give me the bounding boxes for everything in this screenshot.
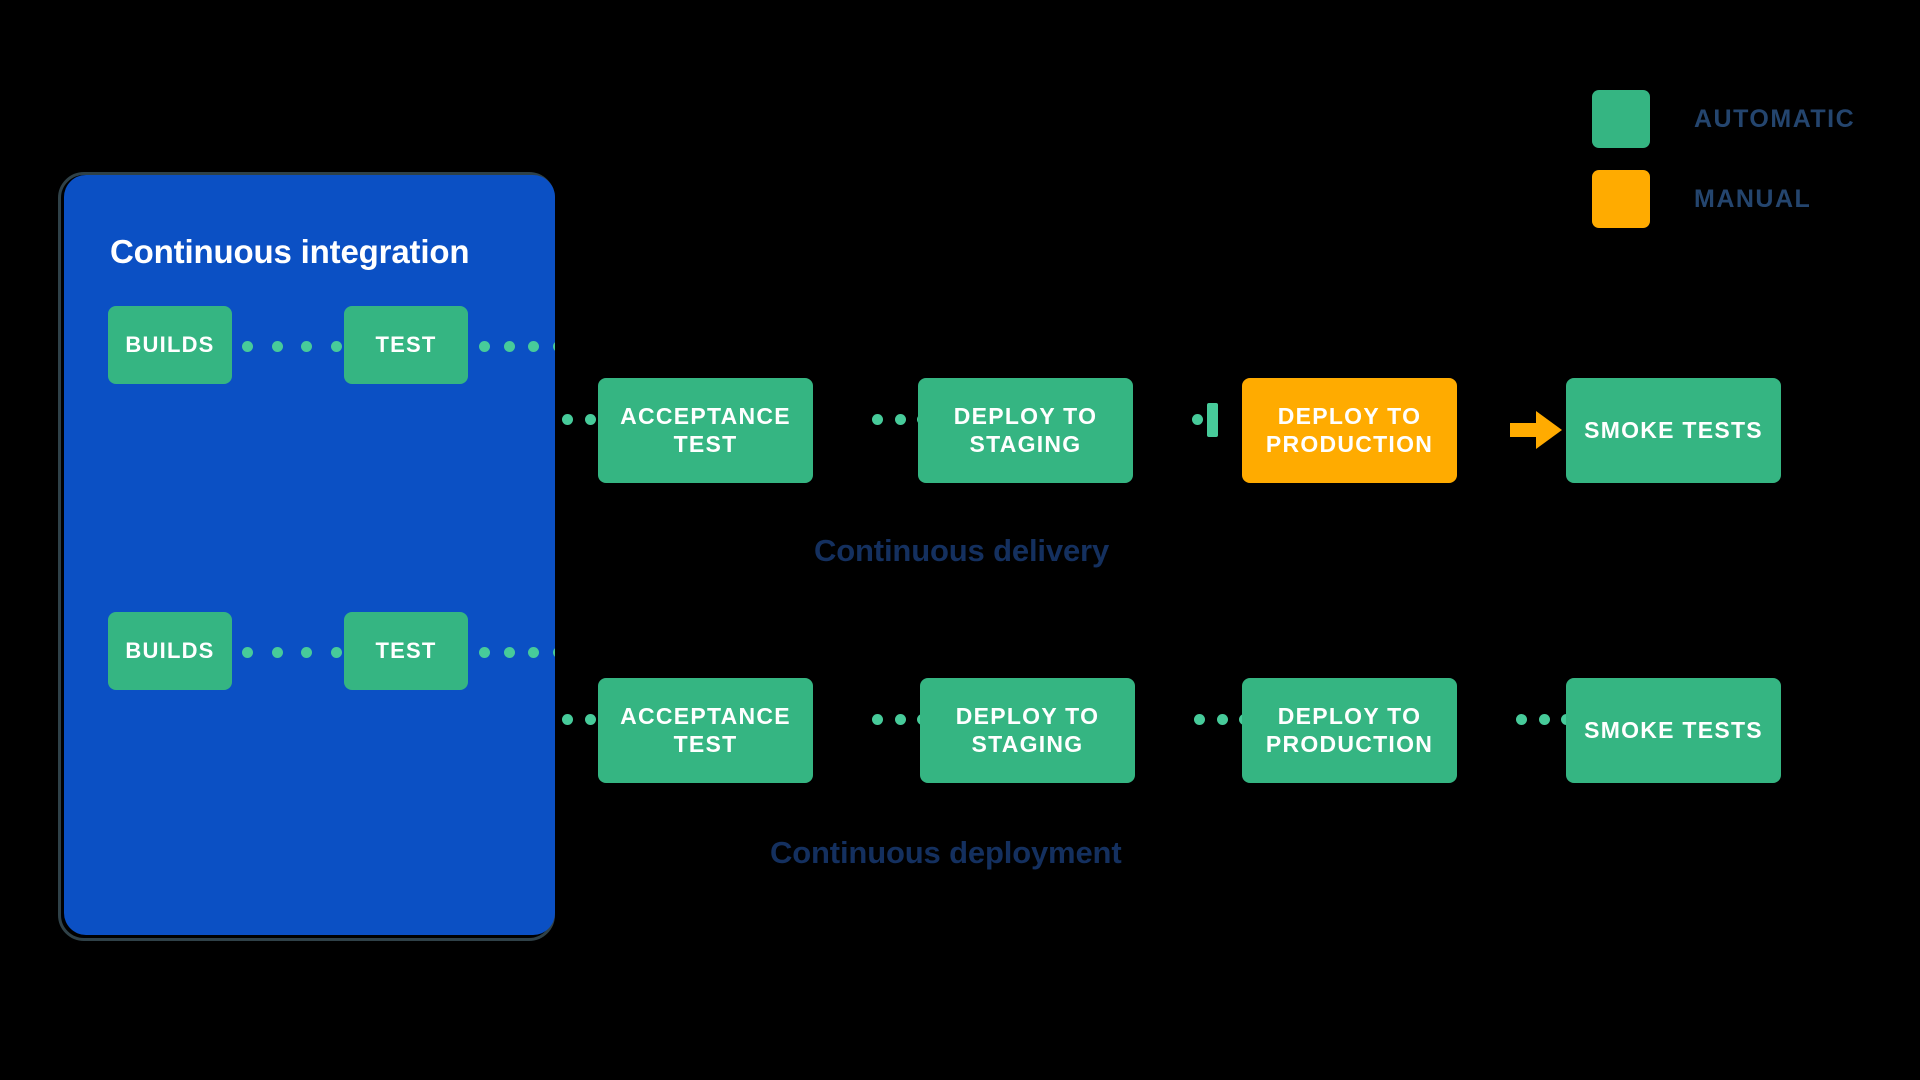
connector-production-to-smoke-deployment bbox=[1516, 714, 1572, 725]
dot-icon bbox=[872, 414, 883, 425]
stage-label: TEST bbox=[375, 332, 437, 358]
dot-icon bbox=[528, 341, 540, 352]
stage-box-builds-delivery[interactable]: BUILDS bbox=[108, 306, 232, 384]
green-square-icon bbox=[1592, 90, 1650, 148]
connector-builds-to-test-delivery bbox=[242, 341, 342, 352]
dot-icon bbox=[271, 647, 283, 658]
stage-label: DEPLOY TO PRODUCTION bbox=[1265, 403, 1434, 457]
dot-icon bbox=[503, 341, 515, 352]
dot-icon bbox=[872, 714, 883, 725]
stage-label: ACCEPTANCE TEST bbox=[620, 403, 791, 457]
dot-icon bbox=[562, 714, 573, 725]
dot-icon bbox=[242, 647, 253, 658]
stage-box-smoke-tests-delivery[interactable]: SMOKE TESTS bbox=[1566, 378, 1781, 483]
orange-square-icon bbox=[1592, 170, 1650, 228]
stage-box-deploy-staging-deployment[interactable]: DEPLOY TO STAGING bbox=[920, 678, 1135, 783]
dot-icon bbox=[585, 714, 596, 725]
continuous-integration-panel: Continuous integration BUILDS TEST BUILD… bbox=[58, 172, 558, 944]
stage-box-deploy-staging-delivery[interactable]: DEPLOY TO STAGING bbox=[918, 378, 1133, 483]
dot-icon bbox=[301, 341, 313, 352]
row-caption-continuous-delivery: Continuous delivery bbox=[814, 533, 1110, 568]
dot-icon bbox=[1538, 714, 1550, 725]
legend: AUTOMATIC MANUAL bbox=[1592, 88, 1912, 248]
legend-item-automatic: AUTOMATIC bbox=[1592, 88, 1912, 150]
stage-box-test-deployment[interactable]: TEST bbox=[344, 612, 468, 690]
dot-icon bbox=[242, 341, 253, 352]
legend-item-manual: MANUAL bbox=[1592, 168, 1912, 230]
dot-icon bbox=[1216, 714, 1228, 725]
dot-icon bbox=[479, 647, 490, 658]
row-caption-continuous-deployment: Continuous deployment bbox=[770, 835, 1122, 870]
stage-label: BUILDS bbox=[125, 638, 215, 664]
dot-icon bbox=[894, 414, 906, 425]
dot-icon bbox=[1192, 414, 1203, 425]
dot-icon bbox=[271, 341, 283, 352]
connector-test-to-panel-edge-deployment bbox=[479, 647, 555, 658]
stage-label: TEST bbox=[375, 638, 437, 664]
dot-icon bbox=[552, 647, 555, 658]
dot-icon bbox=[330, 647, 342, 658]
stage-box-deploy-production-deployment[interactable]: DEPLOY TO PRODUCTION bbox=[1242, 678, 1457, 783]
connector-builds-to-test-deployment bbox=[242, 647, 342, 658]
dot-icon bbox=[552, 341, 555, 352]
stage-label: DEPLOY TO STAGING bbox=[953, 403, 1098, 457]
stage-box-acceptance-test-deployment[interactable]: ACCEPTANCE TEST bbox=[598, 678, 813, 783]
stage-label: DEPLOY TO STAGING bbox=[955, 703, 1100, 757]
manual-trigger-arrow-icon bbox=[1510, 411, 1562, 449]
dot-icon bbox=[1194, 714, 1205, 725]
dot-icon bbox=[894, 714, 906, 725]
dot-icon bbox=[585, 414, 596, 425]
manual-gate-bar-icon bbox=[1207, 403, 1218, 437]
stage-label: SMOKE TESTS bbox=[1584, 716, 1763, 743]
dot-icon bbox=[503, 647, 515, 658]
stage-label: ACCEPTANCE TEST bbox=[620, 703, 791, 757]
dot-icon bbox=[562, 414, 573, 425]
stage-box-builds-deployment[interactable]: BUILDS bbox=[108, 612, 232, 690]
dot-icon bbox=[330, 341, 342, 352]
stage-box-acceptance-test-delivery[interactable]: ACCEPTANCE TEST bbox=[598, 378, 813, 483]
dot-icon bbox=[1516, 714, 1527, 725]
dot-icon bbox=[479, 341, 490, 352]
stage-label: SMOKE TESTS bbox=[1584, 416, 1763, 443]
ci-panel-body: Continuous integration BUILDS TEST BUILD… bbox=[64, 175, 555, 935]
stage-label: DEPLOY TO PRODUCTION bbox=[1265, 703, 1434, 757]
ci-panel-title: Continuous integration bbox=[110, 233, 470, 270]
dot-icon bbox=[528, 647, 540, 658]
legend-label-automatic: AUTOMATIC bbox=[1694, 104, 1856, 133]
legend-label-manual: MANUAL bbox=[1694, 184, 1812, 213]
connector-test-to-panel-edge-delivery bbox=[479, 341, 555, 352]
stage-box-deploy-production-delivery[interactable]: DEPLOY TO PRODUCTION bbox=[1242, 378, 1457, 483]
stage-box-smoke-tests-deployment[interactable]: SMOKE TESTS bbox=[1566, 678, 1781, 783]
dot-icon bbox=[301, 647, 313, 658]
stage-label: BUILDS bbox=[125, 332, 215, 358]
stage-box-test-delivery[interactable]: TEST bbox=[344, 306, 468, 384]
connector-staging-to-production-delivery bbox=[1192, 414, 1203, 425]
